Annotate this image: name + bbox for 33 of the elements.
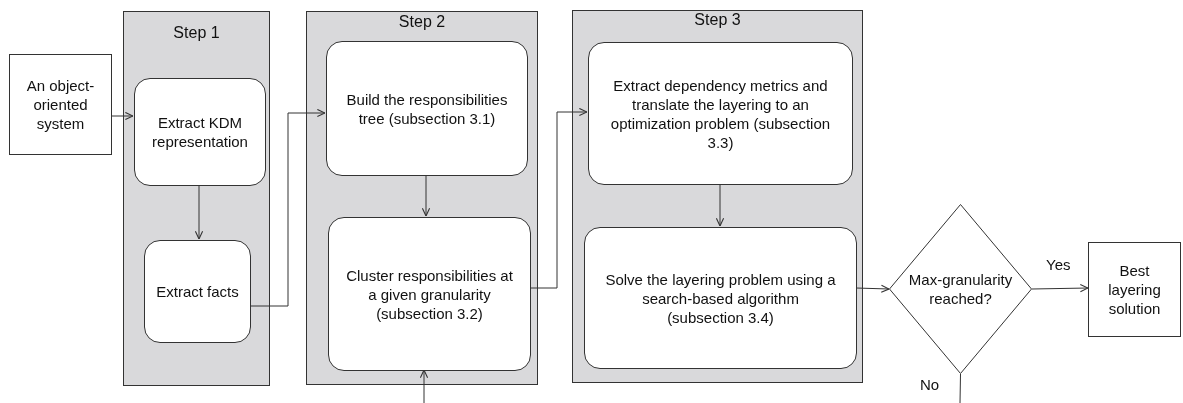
arrow	[194, 184, 204, 240]
panel-heading: Step 1	[172, 24, 221, 42]
panel-heading: Step 3	[693, 11, 742, 29]
panel-heading: Step 2	[397, 13, 447, 31]
step-box	[588, 42, 853, 185]
arrow	[529, 107, 588, 289]
step-panel	[306, 11, 538, 385]
box-text: Best layering solution	[1107, 261, 1162, 318]
step-box	[134, 78, 266, 186]
box-text: Extract dependency metrics and translate the layering to an optimization problem (subsection 3.3)	[609, 75, 832, 152]
step-box	[144, 240, 251, 343]
step-box	[328, 217, 531, 371]
box-text: Solve the layering problem using a search-based algorithm (subsection 3.4)	[604, 269, 837, 327]
arrow	[421, 174, 431, 217]
process-box	[1088, 242, 1181, 337]
step-panel	[123, 11, 270, 386]
arrow	[419, 369, 429, 403]
step-box	[326, 41, 528, 176]
box-text: Cluster responsibilities at a given granularity (subsection 3.2)	[345, 265, 514, 323]
step-box	[584, 227, 857, 369]
connector-line	[959, 373, 961, 403]
step-panel	[572, 10, 863, 383]
decision-text: Max-granularity reached?	[907, 270, 1014, 308]
box-text: Extract facts	[155, 282, 240, 301]
arrow	[855, 284, 890, 293]
arrow	[249, 108, 326, 307]
arrow	[715, 183, 725, 227]
box-text: Extract KDM representation	[151, 113, 249, 151]
arrow	[111, 111, 134, 121]
arrow	[1031, 284, 1089, 293]
process-box	[9, 54, 112, 155]
box-text: An object-oriented system	[25, 76, 96, 133]
box-text: Build the responsibilities tree (subsection 3.1)	[345, 89, 509, 128]
